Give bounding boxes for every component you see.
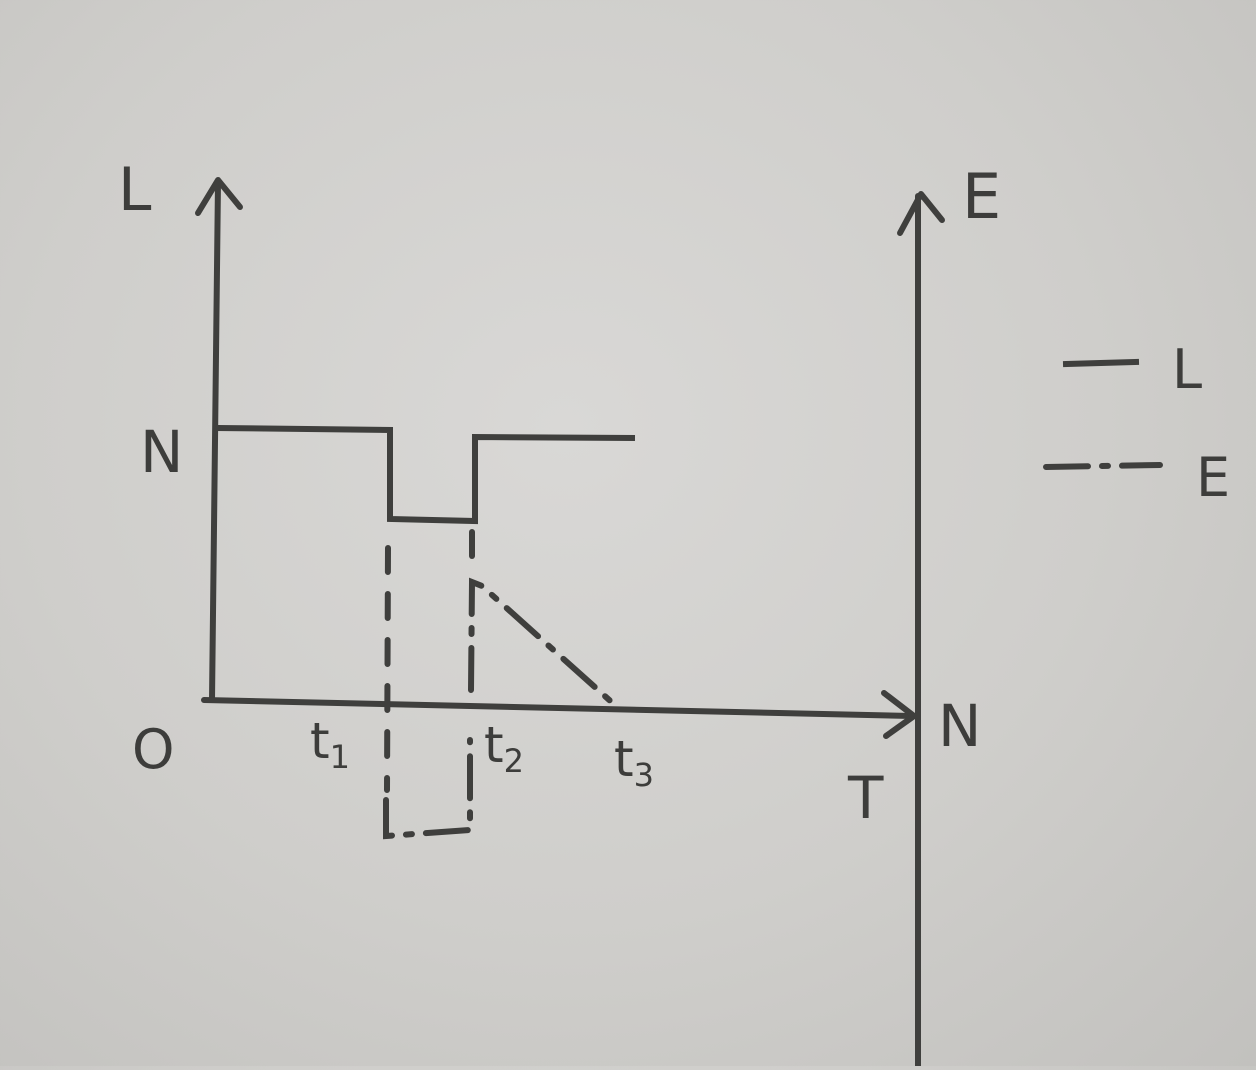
t3-label: t3	[614, 730, 654, 794]
t1-label: t1	[310, 712, 350, 776]
legend-dashdot-swatch	[1043, 462, 1163, 470]
legend-solid-swatch	[1062, 358, 1140, 368]
t3-subscript: 3	[634, 756, 654, 794]
right-axis-arrow	[897, 191, 945, 236]
t2-label: t2	[484, 716, 524, 780]
t3-letter: t	[614, 730, 634, 788]
t1-subscript: 1	[330, 738, 350, 776]
origin-label: O	[132, 718, 175, 781]
level-n-label: N	[140, 418, 183, 486]
l-curve	[214, 424, 636, 525]
time-axis-label: T	[847, 764, 884, 832]
left-axis-label: L	[118, 155, 152, 225]
left-axis	[209, 179, 221, 703]
legend-solid-label: L	[1172, 338, 1202, 401]
right-axis-bottom-label: N	[938, 692, 981, 760]
e-curve-negative-pulse	[383, 737, 473, 840]
guide-t1	[384, 545, 391, 793]
e-curve-ramp	[468, 577, 619, 709]
left-axis-arrow	[195, 177, 243, 216]
time-axis-arrow	[881, 690, 917, 739]
t2-subscript: 2	[504, 742, 524, 780]
time-axis	[201, 697, 915, 719]
t2-letter: t	[484, 716, 504, 774]
legend: L E	[1043, 338, 1230, 509]
right-axis-label: E	[962, 160, 1001, 233]
legend-dashdot-label: E	[1196, 446, 1230, 509]
t1-letter: t	[310, 712, 330, 770]
